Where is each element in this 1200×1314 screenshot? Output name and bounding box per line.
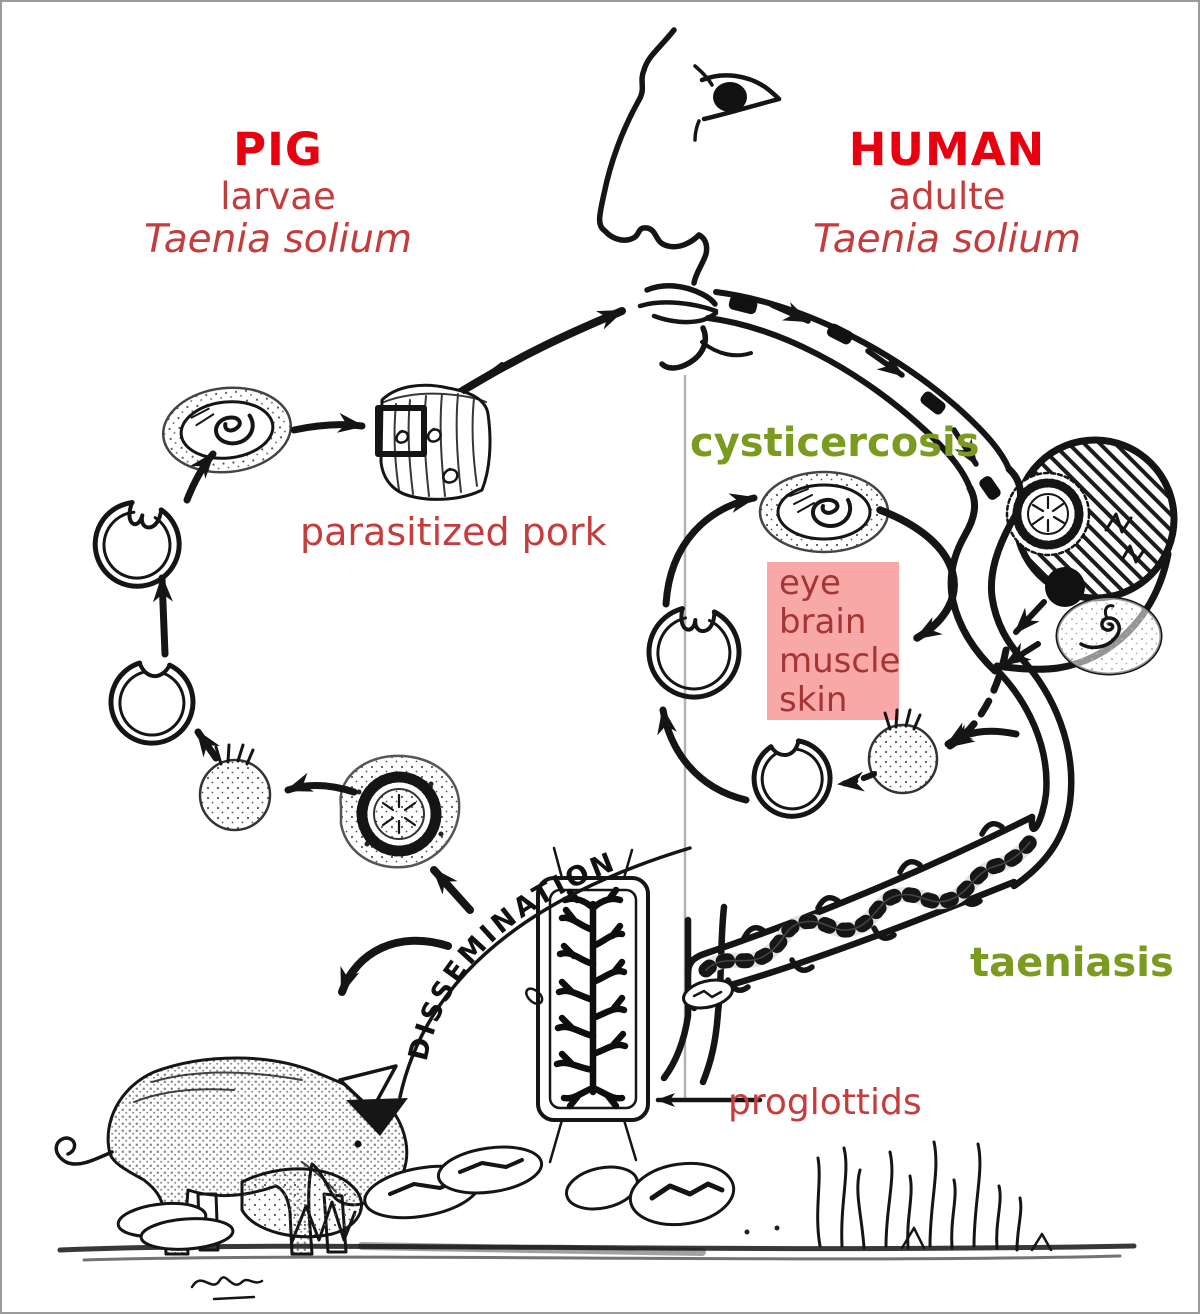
- proglottids-label: proglottids: [728, 1082, 922, 1123]
- svg-text:DISSEMINATION: DISSEMINATION: [403, 846, 622, 1064]
- larva-double-pig: [92, 500, 182, 589]
- tissue-site-brain: brain: [779, 602, 867, 642]
- grass-drawing: [816, 1140, 1053, 1252]
- intestine-drawing: [660, 654, 1075, 1086]
- tissue-sites-box: eye brain muscle skin: [767, 562, 901, 720]
- tissue-site-skin: skin: [779, 680, 848, 720]
- taeniasis-label: taeniasis: [970, 940, 1174, 986]
- human-face-drawing: [596, 27, 753, 371]
- cysticercosis-label: cysticercosis: [690, 420, 980, 466]
- artist-signature: [190, 1276, 264, 1301]
- pig-title-block: PIG larvae Taenia solium: [128, 123, 428, 262]
- evaginating-cysticercus: [1055, 596, 1163, 676]
- cysticercus-human: [758, 470, 890, 554]
- larva-single-pig: [108, 660, 196, 746]
- tapeworm-drawing: [698, 834, 1038, 978]
- hatched-embryo-dot: [1045, 567, 1085, 607]
- proglottid-segment-drawing: [525, 846, 650, 1164]
- larva-left-human: [646, 606, 742, 700]
- branched-uterus: [553, 886, 629, 1110]
- larva-bottom-human: [751, 738, 833, 819]
- human-title-block: HUMAN adulte Taenia solium: [797, 123, 1097, 262]
- tissue-site-muscle: muscle: [779, 641, 901, 681]
- human-stage: adulte: [888, 174, 1006, 218]
- pig-side-cycle: [92, 307, 626, 996]
- cysticercus-pig: [161, 386, 293, 474]
- pork-cyst-highlight-square: [375, 405, 427, 457]
- pig-stage: larvae: [220, 174, 336, 218]
- pig-drawing: [54, 1056, 415, 1301]
- swallowed-food-bits: [728, 294, 1001, 500]
- tissue-site-eye: eye: [779, 563, 841, 603]
- human-inner-cycle: [646, 470, 1020, 819]
- dissemination-label: DISSEMINATION: [403, 846, 618, 1064]
- feces-proglottids-drawing: [116, 1145, 780, 1251]
- egg-in-stomach: [1005, 471, 1091, 557]
- pig-title: PIG: [233, 123, 323, 176]
- oncosphere-pig: [198, 743, 272, 832]
- esophagus-tube-drawing: [705, 289, 1012, 500]
- parasitized-pork-label: parasitized pork: [300, 510, 607, 554]
- parasitized-pork-drawing: [375, 362, 504, 501]
- dissemination-arc: [398, 846, 692, 1099]
- human-species: Taenia solium: [812, 216, 1082, 262]
- eye-drawing: [693, 64, 782, 142]
- oncosphere-human: [867, 708, 939, 795]
- egg-pig: [339, 754, 461, 869]
- eye-pupil: [713, 82, 747, 112]
- pig-species: Taenia solium: [143, 216, 413, 262]
- human-title: HUMAN: [848, 123, 1046, 176]
- stomach-drawing: [947, 436, 1178, 676]
